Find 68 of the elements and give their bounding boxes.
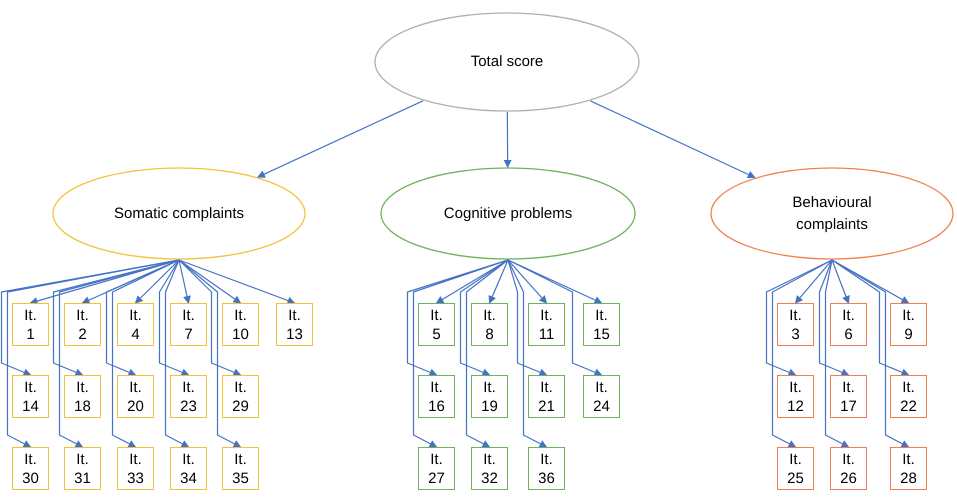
- item-box: It. 29: [222, 375, 259, 418]
- item-box: It. 11: [528, 303, 565, 346]
- arrow: [178, 259, 296, 304]
- item-box: It. 14: [12, 375, 49, 418]
- node-label: Total score: [470, 52, 544, 72]
- item-box: It. 2: [64, 303, 101, 346]
- item-box: It. 28: [890, 447, 927, 490]
- item-box: It. 3: [777, 303, 814, 346]
- item-box: It. 23: [170, 375, 207, 418]
- arrow: [832, 259, 910, 448]
- node-label: Somatic complaints: [114, 204, 244, 224]
- arrow: [832, 259, 910, 304]
- item-box: It. 21: [528, 375, 565, 418]
- arrow: [256, 100, 424, 178]
- arrow: [590, 100, 756, 178]
- node-label: Cognitive problems: [444, 204, 572, 224]
- item-box: It. 35: [222, 447, 259, 490]
- item-box: It. 4: [117, 303, 154, 346]
- arrow: [832, 260, 910, 376]
- arrow: [178, 260, 191, 304]
- arrow: [406, 259, 508, 376]
- item-box: It. 19: [471, 375, 508, 418]
- item-box: It. 25: [777, 447, 814, 490]
- item-box: It. 33: [117, 447, 154, 490]
- arrow: [766, 259, 832, 376]
- node-label: Behavioural complaints: [791, 192, 873, 234]
- arrow: [488, 260, 509, 304]
- arrow: [164, 260, 190, 448]
- arrow: [824, 260, 850, 448]
- item-box: It. 24: [583, 375, 620, 418]
- item-box: It. 13: [276, 303, 313, 346]
- item-box: It. 9: [890, 303, 927, 346]
- item-box: It. 16: [418, 375, 455, 418]
- item-box: It. 15: [583, 303, 620, 346]
- arrow: [412, 259, 508, 448]
- item-box: It. 34: [170, 447, 207, 490]
- item-box: It. 8: [471, 303, 508, 346]
- arrow: [504, 112, 512, 168]
- item-box: It. 10: [222, 303, 259, 346]
- arrow: [178, 260, 242, 376]
- item-box: It. 36: [528, 447, 565, 490]
- arrow: [507, 260, 548, 376]
- arrow: [507, 260, 548, 448]
- item-box: It. 27: [418, 447, 455, 490]
- arrow: [818, 260, 850, 376]
- item-box: It. 30: [12, 447, 49, 490]
- item-box: It. 5: [418, 303, 455, 346]
- arrow: [508, 259, 602, 376]
- item-box: It. 1: [12, 303, 49, 346]
- item-box: It. 6: [830, 303, 867, 346]
- item-box: It. 7: [170, 303, 207, 346]
- arrow: [112, 259, 180, 448]
- item-box: It. 32: [471, 447, 508, 490]
- item-box: It. 31: [64, 447, 101, 490]
- item-box: It. 18: [64, 375, 101, 418]
- item-box: It. 17: [830, 375, 867, 418]
- item-box: It. 22: [890, 375, 927, 418]
- arrow: [158, 260, 190, 376]
- arrow: [831, 260, 850, 304]
- item-box: It. 26: [830, 447, 867, 490]
- arrow: [134, 260, 180, 304]
- arrow: [772, 259, 832, 448]
- arrow: [466, 260, 508, 448]
- arrow: [178, 260, 242, 448]
- item-box: It. 20: [117, 375, 154, 418]
- arrow: [508, 260, 548, 304]
- item-box: It. 12: [777, 375, 814, 418]
- arrow: [794, 260, 832, 304]
